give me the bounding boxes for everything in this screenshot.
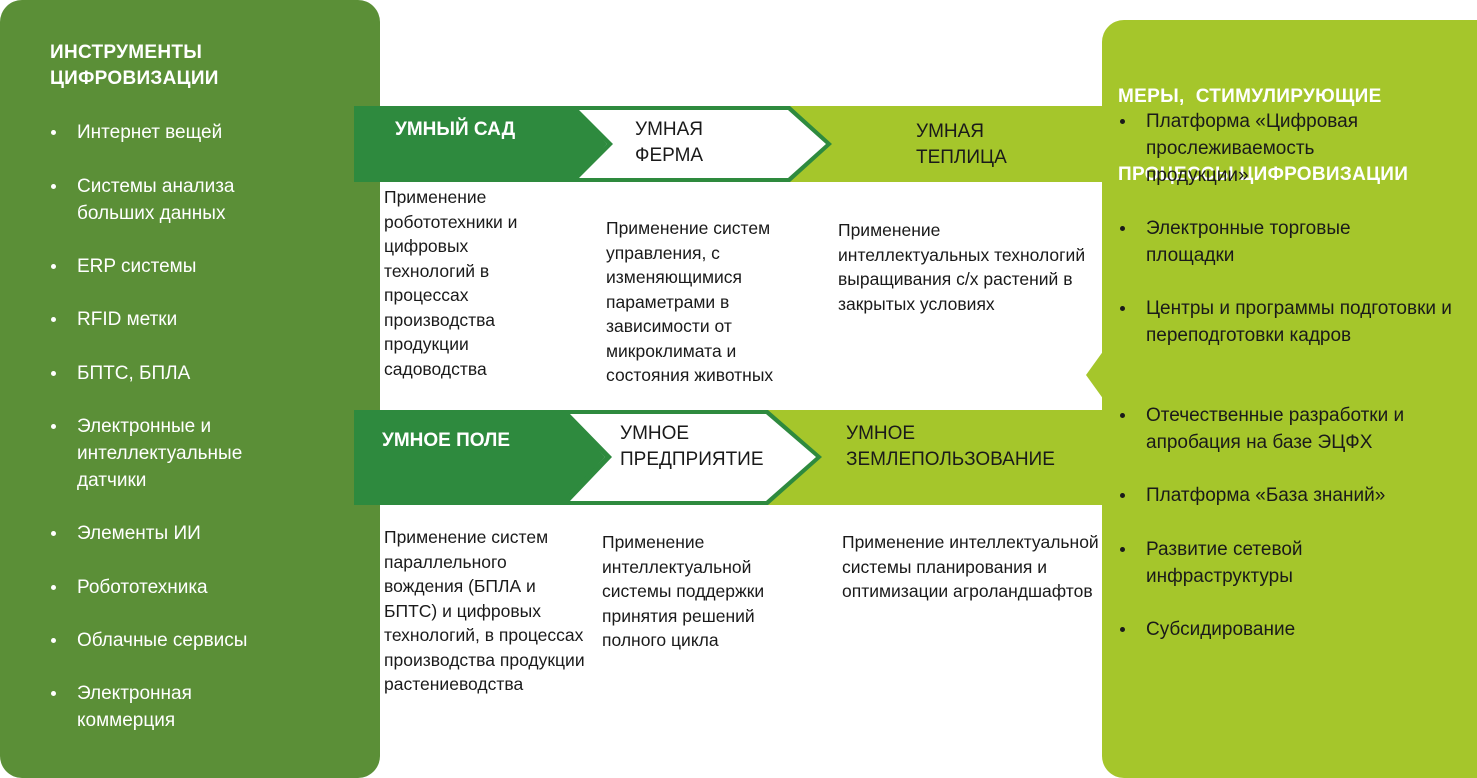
stage-smart-field: УМНОЕ ПОЛЕ xyxy=(382,430,511,451)
stage-smart-land-use-line1: УМНОЕ xyxy=(846,423,916,444)
stage-smart-enterprise-line2: ПРЕДПРИЯТИЕ xyxy=(620,449,764,470)
measures-item: Центры и программы подготовки и переподг… xyxy=(1120,295,1461,349)
band2-arrow2-fill xyxy=(570,414,816,501)
tools-item-label: RFID метки xyxy=(77,309,178,330)
desc-smart-greenhouse: Применение интеллектуальных технологий в… xyxy=(838,220,1086,314)
tools-item: RFID метки xyxy=(51,306,367,333)
tools-item-label: Электронные и интеллектуальные датчики xyxy=(77,416,243,491)
measures-item: Субсидирование xyxy=(1120,616,1466,643)
measures-item: Платформа «База знаний» xyxy=(1120,482,1466,509)
stage-smart-enterprise-line1: УМНОЕ xyxy=(620,423,690,444)
bullet-icon xyxy=(51,130,56,135)
band1-arrow1 xyxy=(354,106,607,182)
bullet-icon xyxy=(51,317,56,322)
stage-smart-farm-line2: ФЕРМА xyxy=(635,145,704,166)
bullet-icon xyxy=(1120,119,1125,124)
measures-item: Платформа «Цифровая прослеживаемость про… xyxy=(1120,108,1406,189)
measures-item-label: Субсидирование xyxy=(1146,619,1296,640)
stage-smart-farm-line1: УМНАЯ xyxy=(635,119,704,140)
measures-item-label: Центры и программы подготовки и переподг… xyxy=(1146,298,1452,346)
measures-panel-notch xyxy=(1086,350,1104,400)
desc-smart-farm: Применение систем управления, с изменяющ… xyxy=(606,218,774,385)
measures-item-label: Платформа «База знаний» xyxy=(1146,485,1386,506)
tools-title-line1: ИНСТРУМЕНТЫ xyxy=(50,42,203,63)
measures-item: Развитие сетевой инфраструктуры xyxy=(1120,536,1346,590)
bullet-icon xyxy=(1120,547,1125,552)
tools-item: БПТС, БПЛА xyxy=(51,360,367,387)
band1-light-segment xyxy=(780,106,1102,182)
bullet-icon xyxy=(51,691,56,696)
bullet-icon xyxy=(51,371,56,376)
tools-item-label: Элементы ИИ xyxy=(77,523,201,544)
desc-smart-enterprise: Применение интеллектуальной системы подд… xyxy=(602,532,765,650)
measures-title-line1: МЕРЫ, СТИМУЛИРУЮЩИЕ xyxy=(1118,86,1382,107)
bullet-icon xyxy=(51,531,56,536)
tools-item-label: Системы анализа больших данных xyxy=(77,176,235,224)
tools-item: Интернет вещей xyxy=(51,119,367,146)
bullet-icon xyxy=(1120,493,1125,498)
tools-item-label: Робототехника xyxy=(77,577,208,598)
bullet-icon xyxy=(51,424,56,429)
tools-item: Элементы ИИ xyxy=(51,520,367,547)
bullet-icon xyxy=(1120,226,1125,231)
measures-item-label: Электронные торговые площадки xyxy=(1146,218,1351,266)
desc-smart-field: Применение систем параллельного вождения… xyxy=(384,527,585,694)
bullet-icon xyxy=(51,638,56,643)
tools-item: Робототехника xyxy=(51,574,367,601)
measures-item: Отечественные разработки и апробация на … xyxy=(1120,402,1461,456)
stage-smart-land-use: УМНОЕ ЗЕМЛЕПОЛЬЗОВАНИЕ xyxy=(846,421,1055,473)
tools-item: ERP системы xyxy=(51,253,367,280)
stage-smart-garden: УМНЫЙ САД xyxy=(395,119,516,140)
tools-item-label: Интернет вещей xyxy=(77,122,223,143)
tools-item-label: Электронная коммерция xyxy=(77,683,192,731)
stage-smart-farm: УМНАЯ ФЕРМА xyxy=(635,117,703,169)
bullet-icon xyxy=(1120,306,1125,311)
bullet-icon xyxy=(51,184,56,189)
desc-smart-land-use: Применение интеллектуальной системы план… xyxy=(842,532,1099,601)
band2-light-segment xyxy=(760,410,1102,505)
measures-item-label: Развитие сетевой инфраструктуры xyxy=(1146,539,1303,587)
tools-panel xyxy=(0,0,380,778)
tools-item-label: ERP системы xyxy=(77,256,197,277)
measures-item: Электронные торговые площадки xyxy=(1120,215,1396,269)
measures-item-label: Платформа «Цифровая прослеживаемость про… xyxy=(1146,111,1359,186)
measures-item-label: Отечественные разработки и апробация на … xyxy=(1146,405,1405,453)
tools-title: ИНСТРУМЕНТЫ ЦИФРОВИЗАЦИИ xyxy=(50,40,350,92)
band2-arrow1 xyxy=(354,410,605,505)
stage-smart-enterprise: УМНОЕ ПРЕДПРИЯТИЕ xyxy=(620,421,764,473)
stage-smart-land-use-line2: ЗЕМЛЕПОЛЬЗОВАНИЕ xyxy=(846,449,1055,470)
tools-item: Облачные сервисы xyxy=(51,627,367,654)
tools-item-label: БПТС, БПЛА xyxy=(77,363,191,384)
measures-title-line2: ПРОЦЕССЫ ЦИФРОВИЗАЦИИ xyxy=(1118,164,1409,185)
stage-smart-greenhouse-line2: ТЕПЛИЦА xyxy=(916,147,1007,168)
bullet-icon xyxy=(1120,413,1125,418)
tools-item: Электронные и интеллектуальные датчики xyxy=(51,413,287,494)
bullet-icon xyxy=(51,264,56,269)
stage-smart-greenhouse: УМНАЯ ТЕПЛИЦА xyxy=(916,119,1007,171)
tools-title-line2: ЦИФРОВИЗАЦИИ xyxy=(50,68,219,89)
stage-smart-greenhouse-line1: УМНАЯ xyxy=(916,121,985,142)
measures-panel xyxy=(1102,20,1477,778)
tools-item-label: Облачные сервисы xyxy=(77,630,248,651)
desc-smart-garden: Применение робототехники и цифровых техн… xyxy=(384,187,518,379)
tools-item: Системы анализа больших данных xyxy=(51,173,277,227)
bullet-icon xyxy=(51,585,56,590)
bullet-icon xyxy=(1120,627,1125,632)
measures-title: МЕРЫ, СТИМУЛИРУЮЩИЕ ПРОЦЕССЫ ЦИФРОВИЗАЦИ… xyxy=(1118,32,1468,214)
band1-arrow2-fill xyxy=(579,110,826,178)
tools-item: Электронная коммерция xyxy=(51,680,257,734)
